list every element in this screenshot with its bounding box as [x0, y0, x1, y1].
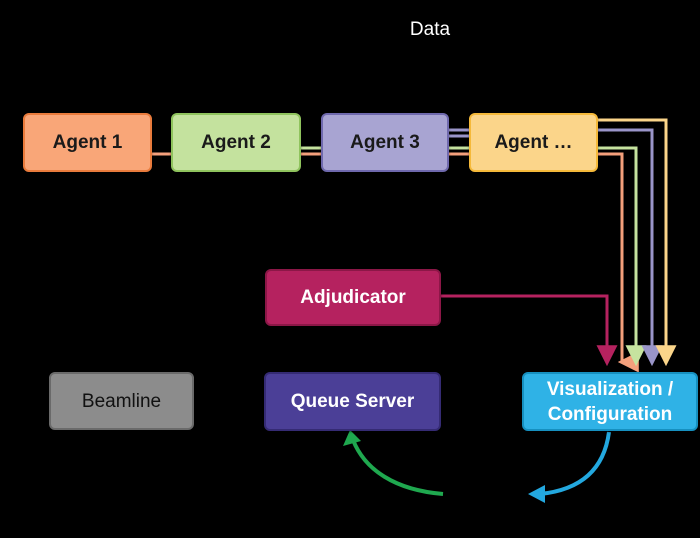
- adjudicator-label: Adjudicator: [300, 287, 406, 308]
- agent-3-label: Agent 3: [350, 132, 420, 153]
- beamline-label: Beamline: [81, 390, 162, 412]
- agent-more-label: Agent …: [494, 132, 573, 153]
- agent-1-node: Agent 1: [23, 113, 152, 172]
- agent1-wire: [152, 152, 639, 373]
- green-return-arrow: [351, 439, 444, 496]
- agent-more-node: Agent …: [469, 113, 598, 172]
- blue-arrow-head: [528, 485, 545, 503]
- agent2-wire: [300, 146, 647, 367]
- adjudicator-node: Adjudicator: [265, 269, 441, 326]
- agent4-wire: [598, 118, 677, 367]
- blue-return-arrow: [539, 431, 611, 496]
- agent-3-node: Agent 3: [321, 113, 449, 172]
- agent-2-label: Agent 2: [201, 132, 271, 153]
- agent-1-label: Agent 1: [52, 132, 123, 153]
- green-arrow-head: [343, 430, 361, 446]
- adjudicator-wire: [441, 294, 618, 367]
- visualization-configuration-node: Visualization / Configuration: [522, 372, 698, 431]
- queue-server-node: Queue Server: [264, 372, 441, 431]
- queue-server-label: Queue Server: [290, 391, 415, 412]
- data-label: Data: [409, 19, 451, 40]
- beamline-node: Beamline: [49, 372, 194, 430]
- agent-2-node: Agent 2: [171, 113, 301, 172]
- visualization-configuration-label: Visualization / Configuration: [546, 378, 674, 425]
